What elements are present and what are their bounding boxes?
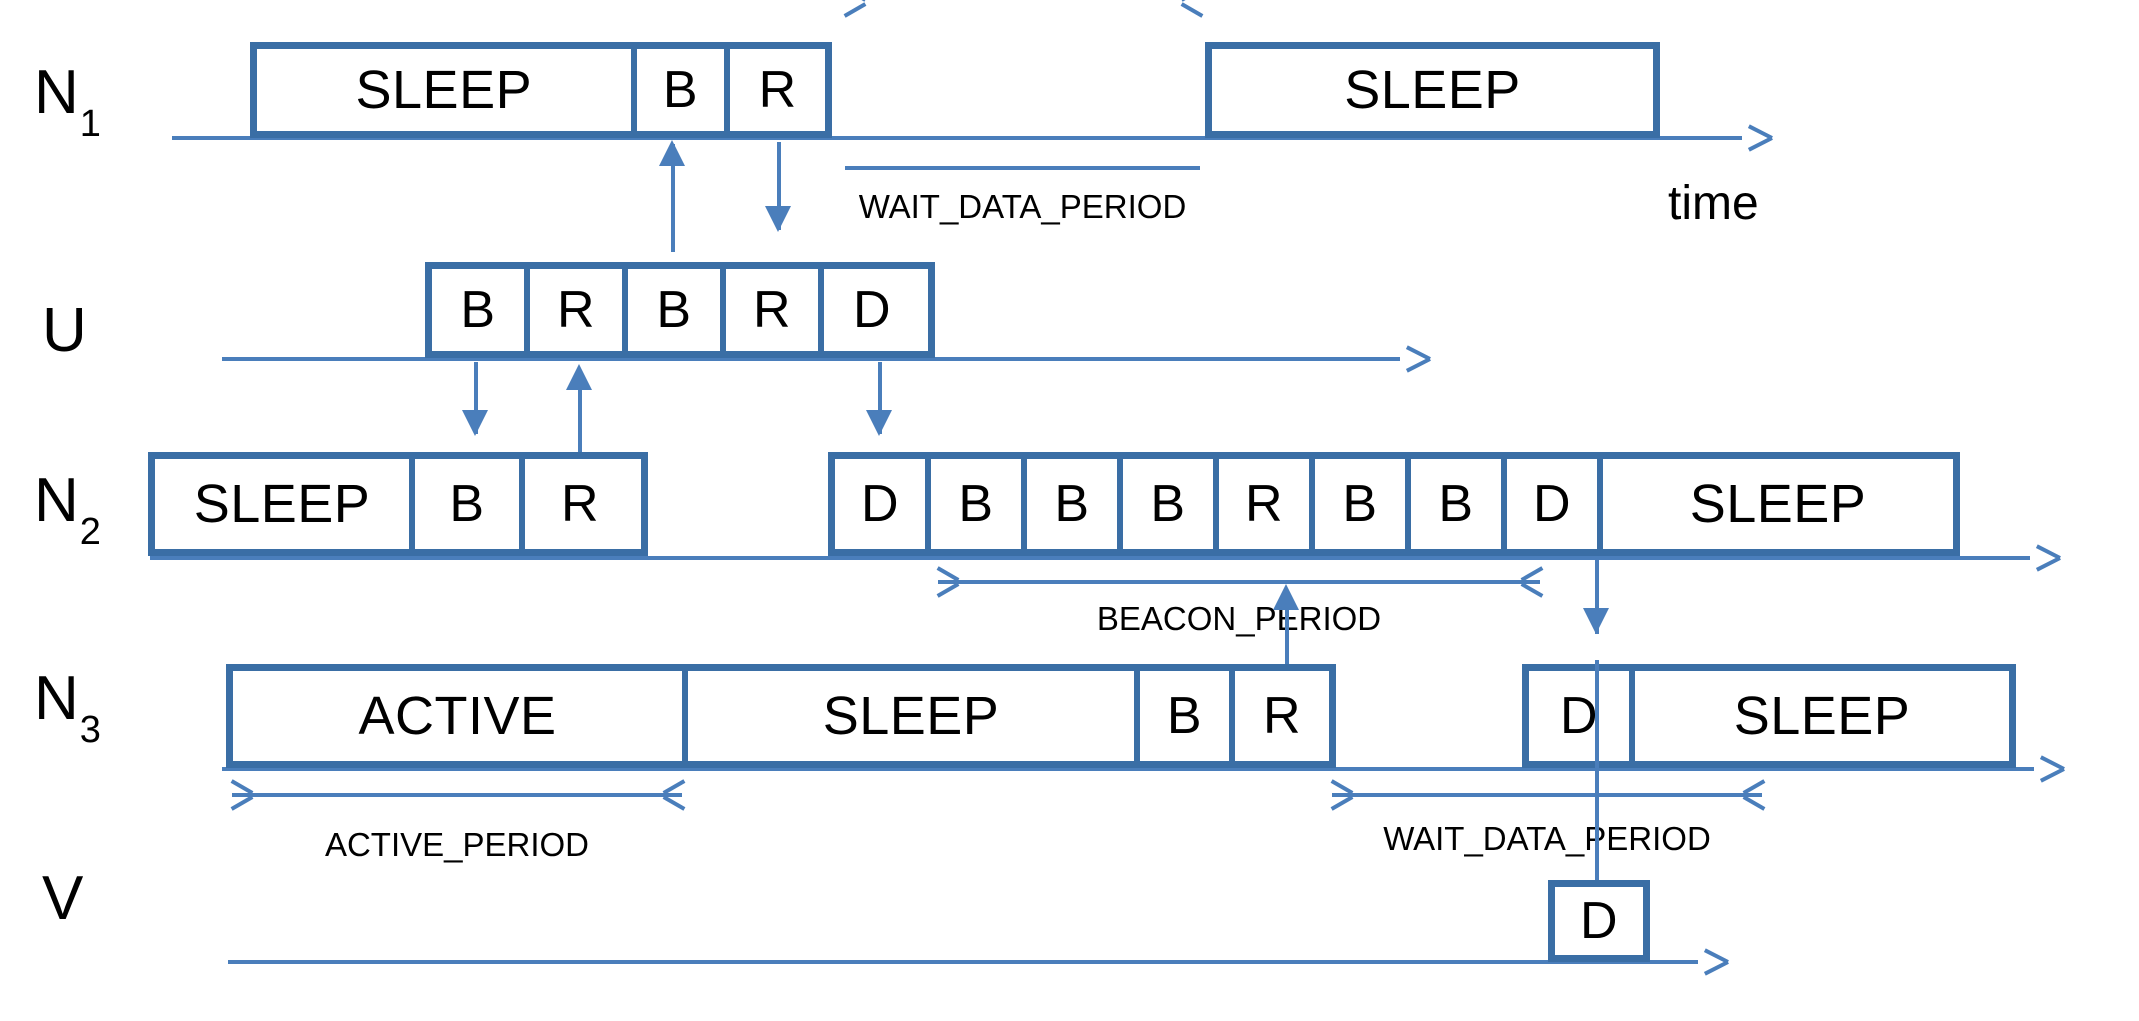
state-cell-n2-data-2: D xyxy=(1507,459,1603,549)
state-boxes-v: D xyxy=(1548,880,1650,962)
state-cell-v-data: D xyxy=(1555,887,1643,955)
row-label-n1: N1 xyxy=(34,62,101,144)
message-arrow-u-data-to-n2 xyxy=(878,362,882,434)
state-cell-n1-beacon: B xyxy=(636,49,731,131)
measure-label-wait-data-period-n1: WAIT_DATA_PERIOD xyxy=(858,188,1187,225)
measure-label-wait-data-period-n3: WAIT_DATA_PERIOD xyxy=(1383,820,1711,857)
measure-line-wait-data-period-n3 xyxy=(1332,793,1762,797)
state-cell-n2-beacon-4: B xyxy=(1123,459,1219,549)
state-cell-n3-sleep-2: SLEEP xyxy=(1635,671,2009,761)
state-cell-n2-beacon-2: B xyxy=(931,459,1027,549)
message-arrow-n1-response-to-u xyxy=(777,142,781,230)
state-cell-n1-sleep-2: SLEEP xyxy=(1212,49,1653,131)
message-arrowhead-u-data-to-n2 xyxy=(866,410,892,436)
message-arrow-u-beacon-to-n2 xyxy=(474,362,478,434)
message-arrowhead-n1-response-to-u xyxy=(765,206,791,232)
timeline-axis-n2 xyxy=(150,556,2030,560)
message-arrow-n3-response-to-n2 xyxy=(1285,590,1289,682)
row-label-n2-subscript: 2 xyxy=(79,511,101,554)
row-label-n2-main: N xyxy=(34,466,79,535)
row-label-n1-subscript: 1 xyxy=(79,103,101,146)
row-label-n2: N2 xyxy=(34,470,101,552)
message-arrowhead-u-beacon-to-n2 xyxy=(462,410,488,436)
state-boxes-n3-left: ACTIVE SLEEP B R xyxy=(226,664,1336,768)
message-arrowhead-u-beacon-to-n1 xyxy=(659,140,685,166)
message-arrowhead-n3-response-to-n2 xyxy=(1273,584,1299,610)
row-label-v: V xyxy=(42,868,83,939)
state-boxes-n2-right: D B B B R B B D SLEEP xyxy=(828,452,1960,556)
row-label-u-main: U xyxy=(42,296,87,365)
state-cell-n2-beacon-6: B xyxy=(1411,459,1507,549)
state-cell-n2-response-1: R xyxy=(525,459,635,549)
state-cell-n3-sleep-1: SLEEP xyxy=(688,671,1140,761)
state-boxes-n1-right: SLEEP xyxy=(1205,42,1660,138)
row-label-u: U xyxy=(42,300,87,371)
state-cell-n2-response-2: R xyxy=(1219,459,1315,549)
time-axis-label: time xyxy=(1668,177,1759,230)
state-cell-n2-sleep-1: SLEEP xyxy=(155,459,415,549)
message-arrowhead-n2-response-to-u xyxy=(566,364,592,390)
state-cell-u-response-1: R xyxy=(530,269,628,351)
row-label-n3-main: N xyxy=(34,664,79,733)
state-cell-n2-beacon-5: B xyxy=(1315,459,1411,549)
state-boxes-n1-left: SLEEP B R xyxy=(250,42,832,138)
timeline-axis-u xyxy=(222,357,1400,361)
row-label-v-main: V xyxy=(42,864,84,933)
state-cell-n2-beacon-1: B xyxy=(415,459,525,549)
message-arrow-u-beacon-to-n1 xyxy=(671,144,675,252)
measure-line-beacon-period-n2 xyxy=(938,580,1540,584)
row-label-n3: N3 xyxy=(34,668,101,750)
message-arrow-n2-data-to-n3 xyxy=(1595,560,1599,634)
measure-label-beacon-period-n2: BEACON_PERIOD xyxy=(1096,600,1382,637)
state-cell-u-data: D xyxy=(824,269,920,351)
state-cell-n2-beacon-3: B xyxy=(1027,459,1123,549)
state-cell-n1-response: R xyxy=(730,49,825,131)
measure-line-active-period-n3 xyxy=(232,793,682,797)
state-cell-u-beacon-1: B xyxy=(432,269,530,351)
measure-line-wait-data-period-n1 xyxy=(845,166,1200,170)
state-boxes-n3-right: D SLEEP xyxy=(1522,664,2016,768)
state-cell-n3-data: D xyxy=(1529,671,1635,761)
message-arrow-n2-response-to-u xyxy=(578,370,582,452)
message-arrowhead-n2-data-to-n3 xyxy=(1583,608,1609,634)
measure-label-active-period-n3: ACTIVE_PERIOD xyxy=(324,826,590,863)
timeline-axis-n1 xyxy=(172,136,1742,140)
state-cell-n2-data-1: D xyxy=(835,459,931,549)
timeline-axis-v xyxy=(228,960,1698,964)
message-arrow-n3-data-to-v xyxy=(1595,660,1599,920)
state-cell-u-response-2: R xyxy=(726,269,824,351)
row-label-n3-subscript: 3 xyxy=(79,709,101,752)
row-label-n1-main: N xyxy=(34,58,79,127)
state-cell-n3-response: R xyxy=(1235,671,1329,761)
state-cell-n3-beacon: B xyxy=(1140,671,1235,761)
state-boxes-n2-left: SLEEP B R xyxy=(148,452,648,556)
state-cell-u-beacon-2: B xyxy=(628,269,726,351)
state-cell-n2-sleep-2: SLEEP xyxy=(1603,459,1953,549)
timeline-axis-n3 xyxy=(222,767,2034,771)
state-boxes-u: B R B R D xyxy=(425,262,935,358)
state-cell-n1-sleep-1: SLEEP xyxy=(257,49,637,131)
state-cell-n3-active: ACTIVE xyxy=(233,671,688,761)
